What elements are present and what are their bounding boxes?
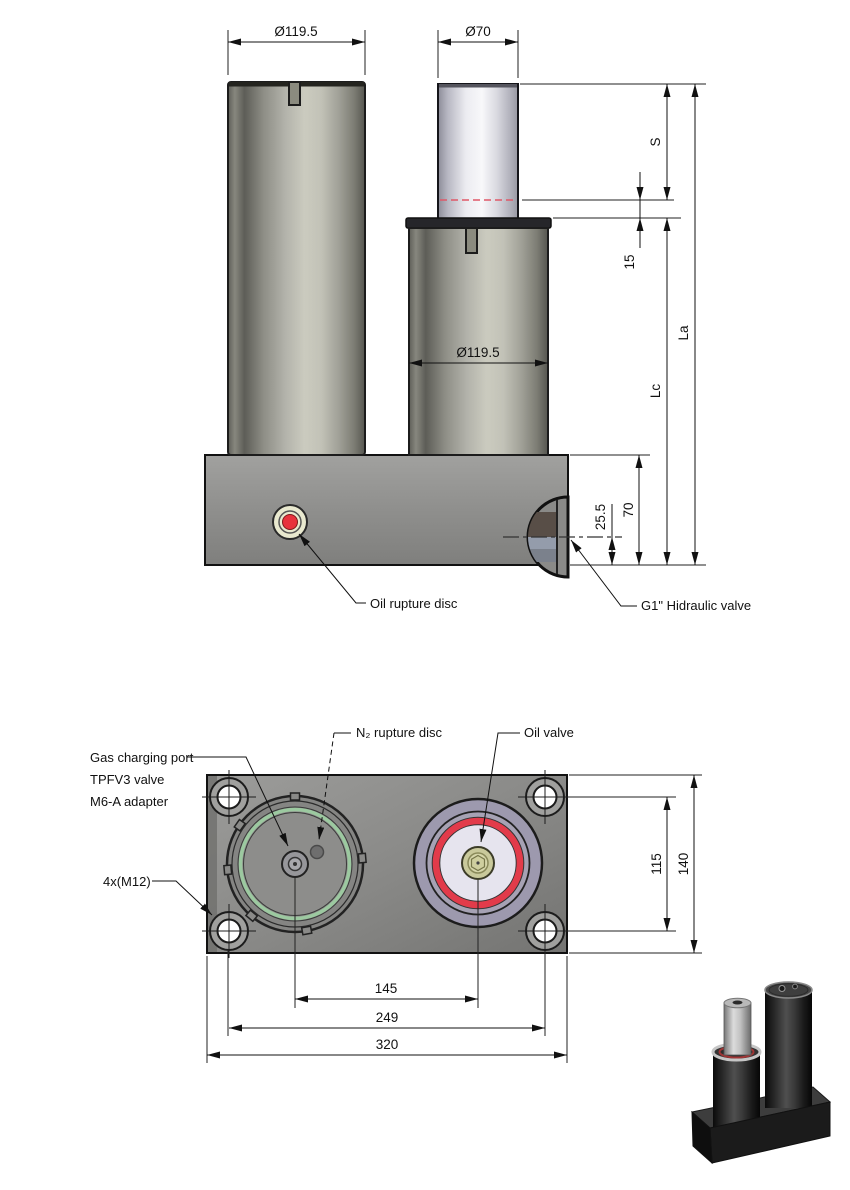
render-oil-cylinder-body: [765, 990, 812, 1108]
render-rod-port: [732, 1000, 743, 1005]
oil-cylinder-cap: [405, 217, 552, 229]
dim-text-dia-right: Ø119.5: [456, 345, 499, 360]
oil-cylinder-plan: [412, 797, 544, 1008]
leader-n2-disc: [317, 732, 335, 841]
dim-holes-horizontal-249: 249: [229, 1010, 545, 1032]
label-n2-disc: N₂ rupture disc: [356, 725, 442, 740]
piston-rod-top-edge: [439, 84, 517, 88]
oil-cylinder-notch: [465, 227, 478, 254]
dim-text-block-depth: 140: [676, 853, 691, 876]
dim-holes-vertical-115: 115: [649, 797, 671, 931]
dim-text-lc: Lc: [648, 384, 663, 399]
render-3d: [690, 981, 832, 1165]
bolt-holes: [202, 770, 572, 958]
label-gas-port-line2: TPFV3 valve: [90, 772, 164, 787]
label-hydraulic-valve: G1" Hidraulic valve: [641, 598, 751, 613]
label-bolts-group: 4x(M12): [103, 874, 213, 916]
dim-dia-rod: Ø70: [437, 24, 519, 78]
extension-lines-plan: [206, 774, 702, 1063]
render-oil-port-2: [792, 983, 798, 990]
dim-dia-right: Ø119.5: [409, 345, 548, 367]
label-oil-valve: Oil valve: [524, 725, 574, 740]
label-oil-rupture-disc: Oil rupture disc: [370, 596, 458, 611]
render-base-left: [691, 1110, 713, 1165]
render-oil-port-1: [778, 985, 786, 992]
dim-text-valve-spacing: 145: [375, 981, 398, 996]
label-oil-valve-group: Oil valve: [479, 725, 574, 843]
oil-valve-dot: [476, 861, 480, 865]
bolt-hole-bottom-right: [518, 904, 572, 958]
gas-cylinder-tabs: [223, 792, 367, 936]
label-gas-port-line1: Gas charging port: [90, 750, 194, 765]
dim-text-holes-vertical: 115: [649, 853, 664, 875]
valve-port-cylinder: [528, 500, 558, 574]
dim-text-holes-horizontal: 249: [376, 1010, 399, 1025]
render-oil-cylinder-top-inner: [768, 983, 809, 997]
dim-text-stroke: S: [648, 137, 663, 146]
render-oil-cylinder: [764, 981, 813, 1108]
dim-text-block-height: 70: [621, 502, 636, 517]
bolt-hole-top-right: [518, 770, 572, 824]
block-left-edge-shade: [208, 776, 217, 952]
leader-oil-rupture-disc: Oil rupture disc: [298, 533, 458, 611]
leader-oil-valve: [479, 732, 520, 843]
render-piston-rod: [723, 1002, 752, 1056]
dim-text-dia-rod: Ø70: [465, 24, 491, 39]
dim-block-depth-140: 140: [676, 775, 698, 953]
label-n2-rupture-disc-group: N₂ rupture disc: [317, 725, 442, 841]
dim-block-height-70: 70: [621, 455, 643, 565]
plan-view: Gas charging port TPFV3 valve M6-A adapt…: [90, 725, 702, 1063]
oil-rupture-disc: [272, 504, 308, 540]
base-block-side: [204, 454, 569, 566]
oil-cylinder-side: [405, 217, 552, 456]
gas-charging-valve-dot: [293, 862, 297, 866]
n2-rupture-disc-dot: [309, 844, 325, 860]
dim-text-valve-offset: 25.5: [593, 504, 608, 530]
dim-block-width-320: 320: [207, 1037, 567, 1059]
label-gas-charging-port: Gas charging port TPFV3 valve M6-A adapt…: [90, 750, 289, 847]
dim-dia-left: Ø119.5: [227, 24, 366, 75]
leader-gas-port: [187, 756, 289, 847]
dim-valve-spacing-145: 145: [295, 981, 478, 1003]
dim-total-length-La: La: [676, 84, 699, 565]
gas-cylinder-body: [227, 81, 366, 456]
dim-stroke-S: S: [648, 84, 671, 200]
hydraulic-valve-port: [503, 495, 622, 579]
extension-lines-side: [520, 83, 706, 566]
dim-gap-15: 15: [622, 172, 644, 270]
leader-bolts: [152, 880, 213, 916]
dim-valve-offset-25-5: 25.5: [593, 504, 616, 565]
bolt-hole-bottom-left: [202, 904, 256, 958]
gas-cylinder-side: [227, 81, 366, 456]
label-bolts: 4x(M12): [103, 874, 151, 889]
dim-text-la: La: [676, 325, 691, 341]
side-view: Ø119.5 Ø70 Ø119.5 S 15: [204, 24, 751, 613]
dim-text-dia-left: Ø119.5: [274, 24, 317, 39]
valve-port-lower: [528, 549, 558, 562]
dim-text-block-width: 320: [376, 1037, 399, 1052]
label-gas-port-line3: M6-A adapter: [90, 794, 169, 809]
oil-rupture-disc-center: [282, 514, 298, 530]
bolt-hole-top-left: [202, 770, 256, 824]
piston-rod-side: [437, 83, 519, 222]
dim-text-gap: 15: [622, 254, 637, 269]
gas-cylinder-plan: [223, 792, 367, 1008]
gas-cylinder-notch: [288, 81, 301, 106]
dim-cylinder-length-Lc: Lc: [648, 218, 671, 565]
leader-hydraulic-valve: G1" Hidraulic valve: [570, 539, 751, 613]
valve-port-mid: [528, 537, 558, 549]
oil-cylinder-body: [408, 227, 549, 456]
